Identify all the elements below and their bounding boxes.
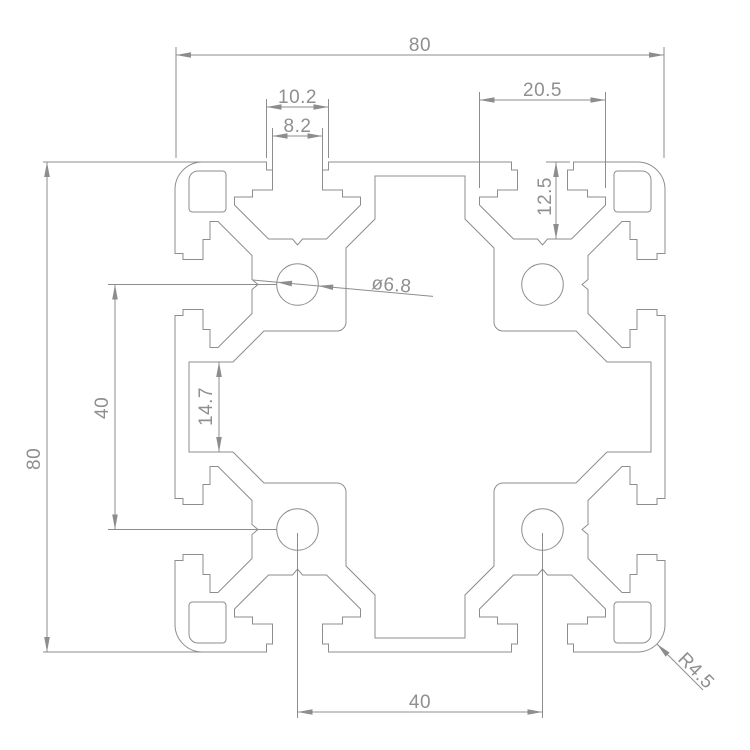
corner-cavity-1 <box>613 170 652 213</box>
dimension-arrow <box>297 709 313 715</box>
dimension-arrow <box>313 104 329 110</box>
dimension-arrow <box>649 52 664 58</box>
dim-slot-opening-inner: 8.2 <box>284 116 312 137</box>
dim-slot-cavity-depth: 12.5 <box>535 177 556 216</box>
dimension-arrow <box>112 514 118 530</box>
dimension-arrow <box>553 224 559 239</box>
dimension-arrow <box>216 362 222 377</box>
bolt-hole-1 <box>521 263 564 306</box>
dim-side-wall-opening: 14.7 <box>196 387 217 426</box>
dimension-arrow <box>479 97 495 103</box>
dimension-arrow <box>44 162 50 177</box>
dim-overall-width: 80 <box>409 35 431 56</box>
dim-overall-height: 80 <box>24 448 45 470</box>
dim-hole-spacing-vertical: 40 <box>92 397 113 419</box>
dimension-arrow <box>590 97 606 103</box>
dim-slot-opening-outer: 10.2 <box>278 87 317 108</box>
dim-hole-diameter: ø6.8 <box>371 273 413 298</box>
dimension-arrow <box>657 644 670 657</box>
profile-outer-outline <box>174 161 666 653</box>
dimension-arrow <box>44 637 50 652</box>
dimension-arrow <box>112 284 118 300</box>
dimension-arrow <box>266 104 282 110</box>
dimension-arrow <box>527 709 543 715</box>
corner-cavity-3 <box>613 601 652 644</box>
dim-corner-radius: R4.5 <box>673 649 718 694</box>
dimension-arrow <box>553 162 559 177</box>
dimension-arrow <box>216 437 222 452</box>
dimension-arrow <box>307 133 323 139</box>
corner-cavity-2 <box>188 601 227 644</box>
dim-hole-spacing-horizontal: 40 <box>409 692 431 713</box>
dimension-arrow <box>318 284 334 291</box>
dimension-arrow <box>176 52 191 58</box>
profile-linework <box>43 47 704 718</box>
corner-cavity-0 <box>188 170 227 213</box>
central-cavity <box>188 175 652 639</box>
dimension-labels: 80 10.2 8.2 20.5 12.5 80 40 14.7 40 ø6.8… <box>24 35 718 713</box>
dimension-arrow <box>277 280 293 287</box>
dim-slot-cavity-width: 20.5 <box>523 80 562 101</box>
dimension-arrow <box>272 133 288 139</box>
